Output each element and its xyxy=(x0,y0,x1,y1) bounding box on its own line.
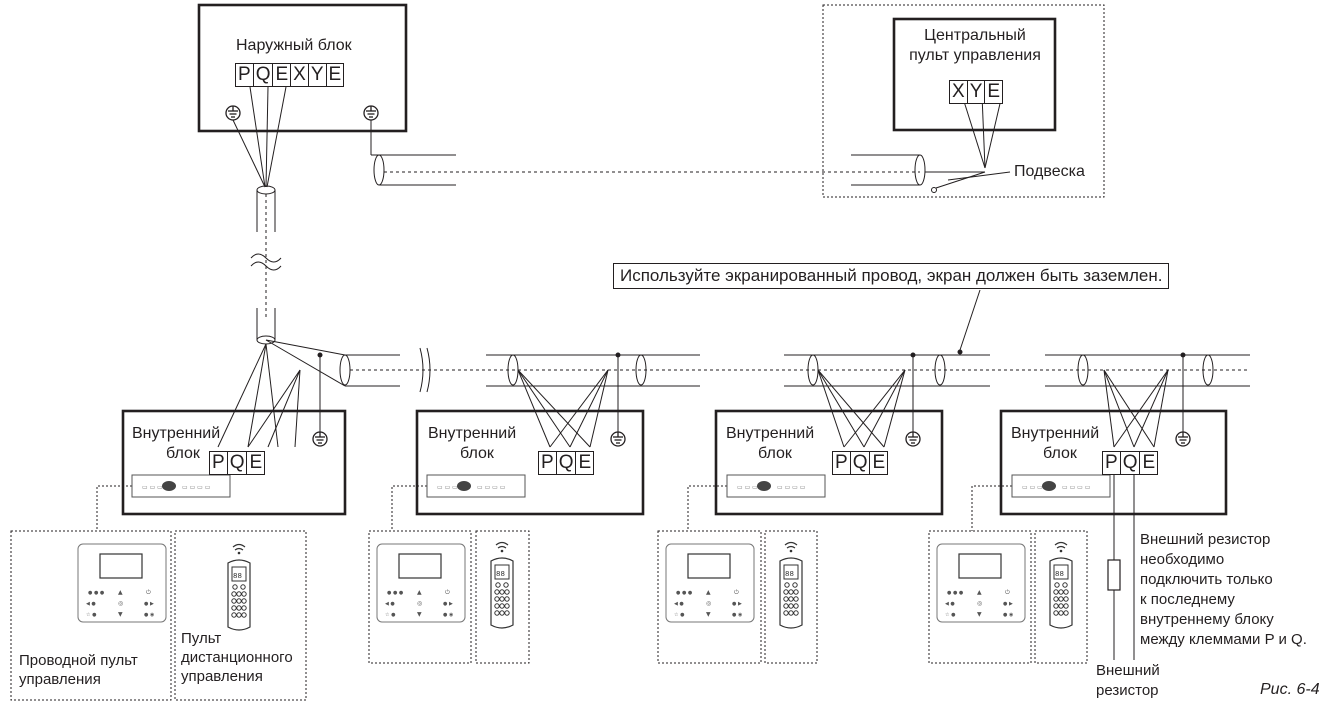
central-controller-box xyxy=(892,17,1057,132)
wired-controller-label-2: управления xyxy=(19,671,101,688)
indoor-unit-label: блок xyxy=(758,445,792,462)
indoor-unit-label: блок xyxy=(460,445,494,462)
terminal: Q xyxy=(1121,452,1141,474)
central-area xyxy=(822,4,1105,198)
central-controller-label-1: Центральный xyxy=(924,27,1026,44)
terminal: E xyxy=(328,64,342,85)
terminal: E xyxy=(249,452,263,473)
terminal: X xyxy=(950,81,968,103)
indoor-terminal-block: P Q E xyxy=(538,451,595,475)
resistor-note-line: необходимо xyxy=(1140,551,1225,568)
terminal: P xyxy=(833,452,851,474)
terminal: X xyxy=(291,64,309,86)
terminal: E xyxy=(987,81,1001,102)
indoor-terminal-block: P Q E xyxy=(209,451,266,475)
indoor-terminal-block: P Q E xyxy=(832,451,889,475)
resistor-label-2: резистор xyxy=(1096,682,1159,699)
outdoor-terminal-block: P Q E X Y E xyxy=(235,63,345,87)
outdoor-unit-box xyxy=(197,3,408,133)
terminal: P xyxy=(210,452,228,474)
terminal: Y xyxy=(968,81,986,103)
outdoor-wires xyxy=(232,86,287,188)
terminal: E xyxy=(1142,452,1156,473)
remote-controller-label-3: управления xyxy=(181,668,263,685)
resistor-note-line: между клеммами P и Q. xyxy=(1140,631,1307,648)
terminal: Q xyxy=(228,452,248,474)
resistor-note-line: Внешний резистор xyxy=(1140,531,1271,548)
indoor-unit-label: Внутренний xyxy=(132,425,221,442)
indoor-unit-label: блок xyxy=(1043,445,1077,462)
wired-controller-label-1: Проводной пульт xyxy=(19,652,138,669)
terminal: Y xyxy=(309,64,327,86)
outdoor-unit-label: Наружный блок xyxy=(236,37,352,54)
resistor-label-1: Внешний xyxy=(1096,662,1160,679)
central-controller-label-2: пульт управления xyxy=(909,47,1041,64)
shield-note: Используйте экранированный провод, экран… xyxy=(613,263,1170,289)
terminal: E xyxy=(872,452,886,473)
terminal: Q xyxy=(851,452,871,474)
indoor-unit-label: Внутренний xyxy=(726,425,815,442)
terminal: Q xyxy=(557,452,577,474)
central-terminal-block: X Y E xyxy=(949,80,1004,104)
remote-controller-label-1: Пульт xyxy=(181,630,222,647)
remote-controller-label-2: дистанционного xyxy=(181,649,293,666)
terminal: Q xyxy=(254,64,274,86)
resistor-note-line: внутреннему блоку xyxy=(1140,611,1274,628)
terminal: P xyxy=(1103,452,1121,474)
indoor-unit-label: Внутренний xyxy=(428,425,517,442)
indoor-unit-label: блок xyxy=(166,445,200,462)
indoor-terminal-block: P Q E xyxy=(1102,451,1159,475)
terminal: P xyxy=(236,64,254,86)
resistor-note-line: подключить только xyxy=(1140,571,1273,588)
figure-caption: Рис. 6-4 xyxy=(1260,681,1320,698)
suspension-label: Подвеска xyxy=(1014,163,1085,180)
terminal: P xyxy=(539,452,557,474)
resistor-note-line: к последнему xyxy=(1140,591,1235,608)
indoor-unit-label: Внутренний xyxy=(1011,425,1100,442)
terminal: E xyxy=(578,452,592,473)
terminal: E xyxy=(273,64,292,86)
